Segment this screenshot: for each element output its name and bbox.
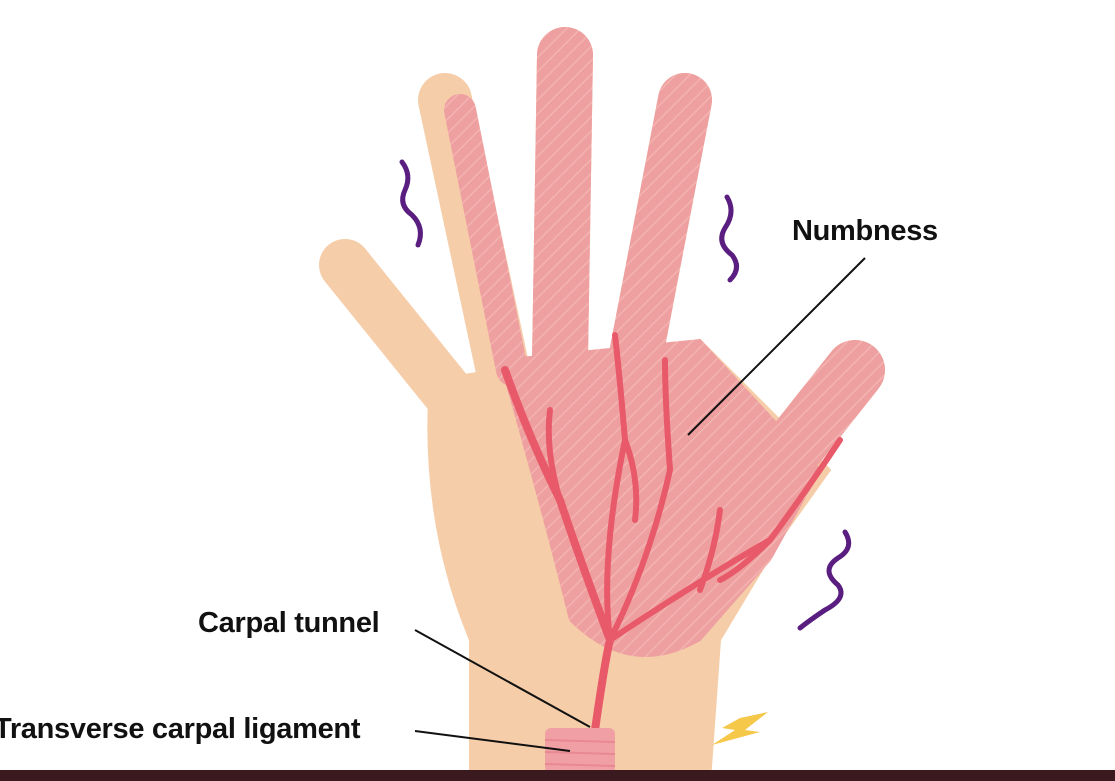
bottom-bar	[0, 770, 1115, 781]
tingle-icon	[719, 194, 739, 283]
carpal-tunnel-label: Carpal tunnel	[198, 607, 380, 639]
median-nerve	[501, 332, 843, 734]
transverse-carpal-ligament	[544, 728, 616, 773]
carpal-tunnel-leader	[414, 629, 591, 728]
ligament-leader	[414, 730, 571, 752]
tingle-icon	[797, 529, 852, 631]
numbness-leader	[687, 257, 866, 436]
tingle-icon	[399, 159, 423, 248]
lightning-icon	[712, 712, 768, 745]
numbness-area	[444, 27, 885, 657]
numbness-label: Numbness	[792, 215, 938, 247]
transverse-carpal-ligament-label: Transverse carpal ligament	[0, 713, 361, 745]
